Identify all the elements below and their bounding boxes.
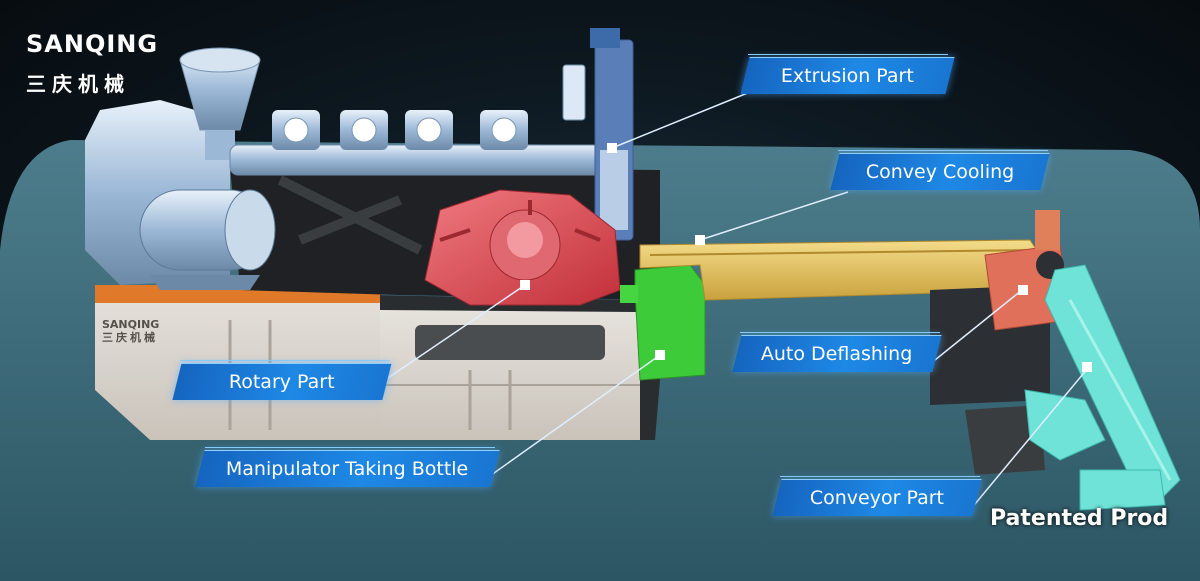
machine-panel-logo: SANQING 三庆机械: [102, 318, 159, 344]
callout-conveyor-part: Conveyor Part: [772, 479, 982, 516]
callout-manipulator-label: Manipulator Taking Bottle: [226, 458, 469, 480]
leader-conveyor: [969, 367, 1089, 511]
callout-auto-deflashing-label: Auto Deflashing: [761, 343, 913, 365]
callout-rotary-part: Rotary Part: [172, 363, 392, 400]
leader-convey-cooling: [699, 191, 849, 241]
machine-panel-logo-en: SANQING: [102, 318, 160, 331]
callout-leaders: [384, 89, 1089, 511]
leader-rotary: [384, 284, 526, 381]
extrusion-head: [562, 28, 634, 241]
rotary-part: [424, 189, 621, 306]
cooling-conveyor: [639, 239, 1041, 301]
callout-auto-deflashing: Auto Deflashing: [732, 335, 942, 372]
brand-logo-en: SANQING: [26, 30, 159, 58]
motor: [85, 100, 276, 290]
callout-conveyor-label: Conveyor Part: [809, 487, 944, 509]
heater-fan-3: [405, 110, 453, 150]
callout-convey-cooling-label: Convey Cooling: [865, 161, 1015, 183]
heater-fan-4: [480, 110, 528, 150]
heater-fan-1: [272, 110, 320, 150]
green-unit: [620, 264, 706, 381]
brand-logo-cn: 三庆机械: [26, 72, 130, 96]
patented-product-watermark: Patented Prod: [990, 506, 1169, 531]
leader-endpoints: [520, 143, 1092, 372]
callout-manipulator-taking-bottle: Manipulator Taking Bottle: [195, 450, 500, 487]
callout-extrusion-part: Extrusion Part: [740, 57, 955, 94]
heater-fan-2: [340, 110, 388, 150]
callout-extrusion-label: Extrusion Part: [780, 65, 914, 87]
leader-manipulator: [479, 354, 661, 484]
leader-auto-deflashing: [934, 289, 1023, 361]
teal-conveyor: [1024, 264, 1181, 511]
extrusion-barrel: [229, 110, 611, 176]
callout-convey-cooling: Convey Cooling: [830, 153, 1050, 190]
callout-rotary-label: Rotary Part: [229, 371, 335, 393]
machine-panel-logo-cn: 三庆机械: [102, 331, 158, 344]
leader-extrusion: [611, 89, 756, 149]
